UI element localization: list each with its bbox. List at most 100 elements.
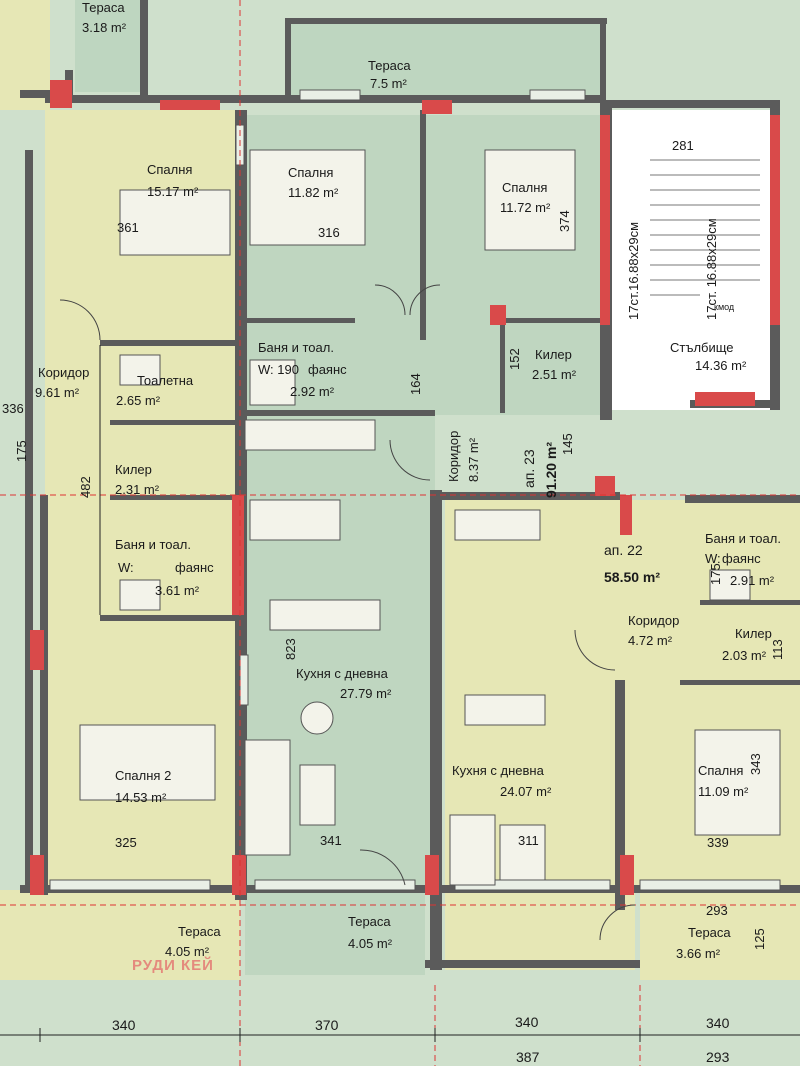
terrace-br-name: Тераса <box>688 925 731 940</box>
bath-right-name: Баня и тоал. <box>705 531 781 546</box>
dim-482: 482 <box>78 476 93 498</box>
bath-right-tiles: фаянс <box>722 551 761 566</box>
dim-bottom-0: 340 <box>112 1017 136 1033</box>
bed <box>484 149 576 251</box>
terrace-br-area: 3.66 m² <box>676 946 721 961</box>
dim-175a: 175 <box>14 440 29 462</box>
dim-281: 281 <box>672 138 694 153</box>
dim-341: 341 <box>320 833 342 848</box>
dim-164: 164 <box>408 373 423 395</box>
ap23-area: 91.20 m² <box>543 441 559 498</box>
dim-311: 311 <box>518 833 539 848</box>
terrace-bm-area: 4.05 m² <box>348 936 393 951</box>
terrace-top-area: 7.5 m² <box>370 76 407 91</box>
bath-right-area: 2.91 m² <box>730 573 775 588</box>
stairs-mark: кмод <box>714 302 735 312</box>
bath-small-area: 2.92 m² <box>290 384 335 399</box>
dim-113: 113 <box>770 639 785 660</box>
bedroom-15-area: 15.17 m² <box>147 184 199 199</box>
dim-336: 336 <box>2 401 24 416</box>
bath-small-w: W: 190 <box>258 362 299 377</box>
sink <box>119 354 161 386</box>
bedroom-1182-name: Спалня <box>288 165 334 180</box>
dim-145: 145 <box>560 433 575 455</box>
bed <box>79 724 216 801</box>
toilet-name: Тоалетна <box>137 373 194 388</box>
terrace-top-name: Тераса <box>368 58 411 73</box>
terrace-top-left-name: Тераса <box>82 0 125 15</box>
terrace-bm-name: Тераса <box>348 914 391 929</box>
dim-175b: 175 <box>708 563 723 585</box>
bedroom-1109-name: Спалня <box>698 763 744 778</box>
terrace-top-left-area: 3.18 m² <box>82 20 127 35</box>
bath-left-name: Баня и тоал. <box>115 537 191 552</box>
dim-374: 374 <box>557 210 572 232</box>
bedroom-1109-area: 11.09 m² <box>698 784 749 799</box>
dimension-lines <box>0 345 800 1042</box>
dim-bottom-2: 340 <box>515 1014 539 1030</box>
kitchen-mid-name: Кухня с дневна <box>296 666 388 681</box>
terrace-bl-area: 4.05 m² <box>165 944 210 959</box>
sofa <box>449 814 496 886</box>
ap23-label: ап. 23 <box>521 449 537 488</box>
corridor-right-area: 4.72 m² <box>628 633 673 648</box>
bed <box>119 189 231 256</box>
sofa-table <box>499 824 546 881</box>
dining-table <box>269 599 381 631</box>
dim-125: 125 <box>752 928 767 950</box>
dim-343: 343 <box>748 753 763 775</box>
bath-right-w: W: <box>705 551 721 566</box>
bath-small-name: Баня и тоал. <box>258 340 334 355</box>
kitchen-counter <box>454 509 541 541</box>
columns <box>30 80 780 895</box>
furniture <box>79 149 781 886</box>
dim-bottom2-1: 293 <box>706 1049 730 1065</box>
kitchen-mid-area: 27.79 m² <box>340 686 392 701</box>
bed <box>694 729 781 836</box>
terrace-bl-name: Тераса <box>178 924 221 939</box>
corridor-mid-name: Коридор <box>446 430 461 482</box>
stairs-steps-1: 17ст.16.88x29см <box>626 221 641 320</box>
sofa <box>244 739 291 856</box>
room-fill <box>245 890 425 975</box>
toilet-area: 2.65 m² <box>116 393 161 408</box>
room-fill <box>290 22 602 102</box>
corridor-left-name: Коридор <box>38 365 90 380</box>
watermark: РУДИ КЕЙ <box>132 957 214 974</box>
dim-316: 316 <box>318 225 340 240</box>
ap22-area: 58.50 m² <box>604 569 661 585</box>
stairs-name: Стълбище <box>670 340 734 355</box>
pantry-right-area: 2.03 m² <box>722 648 767 663</box>
bathtub <box>119 579 161 611</box>
dim-339: 339 <box>707 835 729 850</box>
dim-bottom-1: 370 <box>315 1017 339 1033</box>
room-fill <box>40 510 235 890</box>
bed <box>249 149 366 246</box>
kitchen-right-area: 24.07 m² <box>500 784 552 799</box>
bedroom2-area: 14.53 m² <box>115 790 167 805</box>
bedroom-1172-area: 11.72 m² <box>500 200 551 215</box>
sofa-table <box>299 764 336 826</box>
dim-325: 325 <box>115 835 137 850</box>
ap22-label: ап. 22 <box>604 542 643 558</box>
room-fill <box>45 110 235 510</box>
stair-steps <box>650 159 760 296</box>
dim-152: 152 <box>507 348 522 370</box>
bedroom-1182-area: 11.82 m² <box>288 185 339 200</box>
pantry-right-name: Килер <box>735 626 772 641</box>
pantry-top-name: Килер <box>535 347 572 362</box>
dim-823: 823 <box>283 638 298 660</box>
dining-table <box>464 694 546 726</box>
dim-361: 361 <box>117 220 139 235</box>
stairs-area: 14.36 m² <box>695 358 747 373</box>
corridor-mid-area: 8.37 m² <box>466 437 481 482</box>
bath-small-tiles: фаянс <box>308 362 347 377</box>
doors <box>59 284 636 941</box>
corridor-left-area: 9.61 m² <box>35 385 80 400</box>
dim-bottom2-0: 387 <box>516 1049 540 1065</box>
bedroom-1172-name: Спалня <box>502 180 548 195</box>
dim-bottom-3: 340 <box>706 1015 730 1031</box>
